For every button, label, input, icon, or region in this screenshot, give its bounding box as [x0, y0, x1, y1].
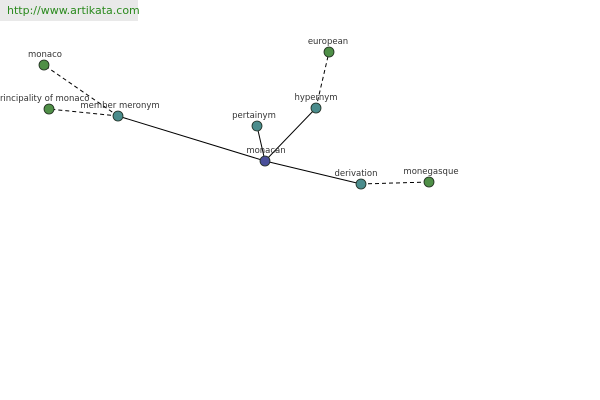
- edge-monacan-hypernym: [264, 107, 317, 162]
- node-european[interactable]: [323, 46, 335, 58]
- label-principality-of-monaco: principality of monaco: [0, 94, 89, 104]
- label-monegasque: monegasque: [403, 167, 458, 177]
- node-member-meronym[interactable]: [112, 110, 124, 122]
- label-monacan: monacan: [246, 146, 285, 156]
- edges: [43, 51, 430, 185]
- node-derivation[interactable]: [355, 178, 367, 190]
- node-monegasque[interactable]: [423, 176, 435, 188]
- edge-monacan-member-meronym: [117, 115, 266, 162]
- node-monaco[interactable]: [38, 59, 50, 71]
- node-principality-of-monaco[interactable]: [43, 103, 55, 115]
- edge-monacan-derivation: [264, 160, 362, 185]
- edge-monacan-pertainym: [256, 125, 266, 162]
- label-hypernym: hypernym: [294, 93, 337, 103]
- node-monacan[interactable]: [259, 155, 271, 167]
- node-pertainym[interactable]: [251, 120, 263, 132]
- nodes: [38, 46, 435, 190]
- labels: monacan member meronym pertainym hypernym de…: [0, 37, 459, 179]
- label-member-meronym: member meronym: [80, 101, 159, 111]
- label-pertainym: pertainym: [232, 111, 276, 121]
- label-european: european: [308, 37, 348, 47]
- node-hypernym[interactable]: [310, 102, 322, 114]
- edge-hypernym-european: [315, 51, 330, 109]
- label-monaco: monaco: [28, 50, 62, 60]
- edge-derivation-monegasque: [360, 181, 430, 185]
- site-url[interactable]: http://www.artikata.com: [0, 0, 140, 21]
- edge-member-meronym-principality-of-monaco: [48, 108, 119, 117]
- label-derivation: derivation: [334, 169, 377, 179]
- edge-member-meronym-monaco: [43, 64, 119, 117]
